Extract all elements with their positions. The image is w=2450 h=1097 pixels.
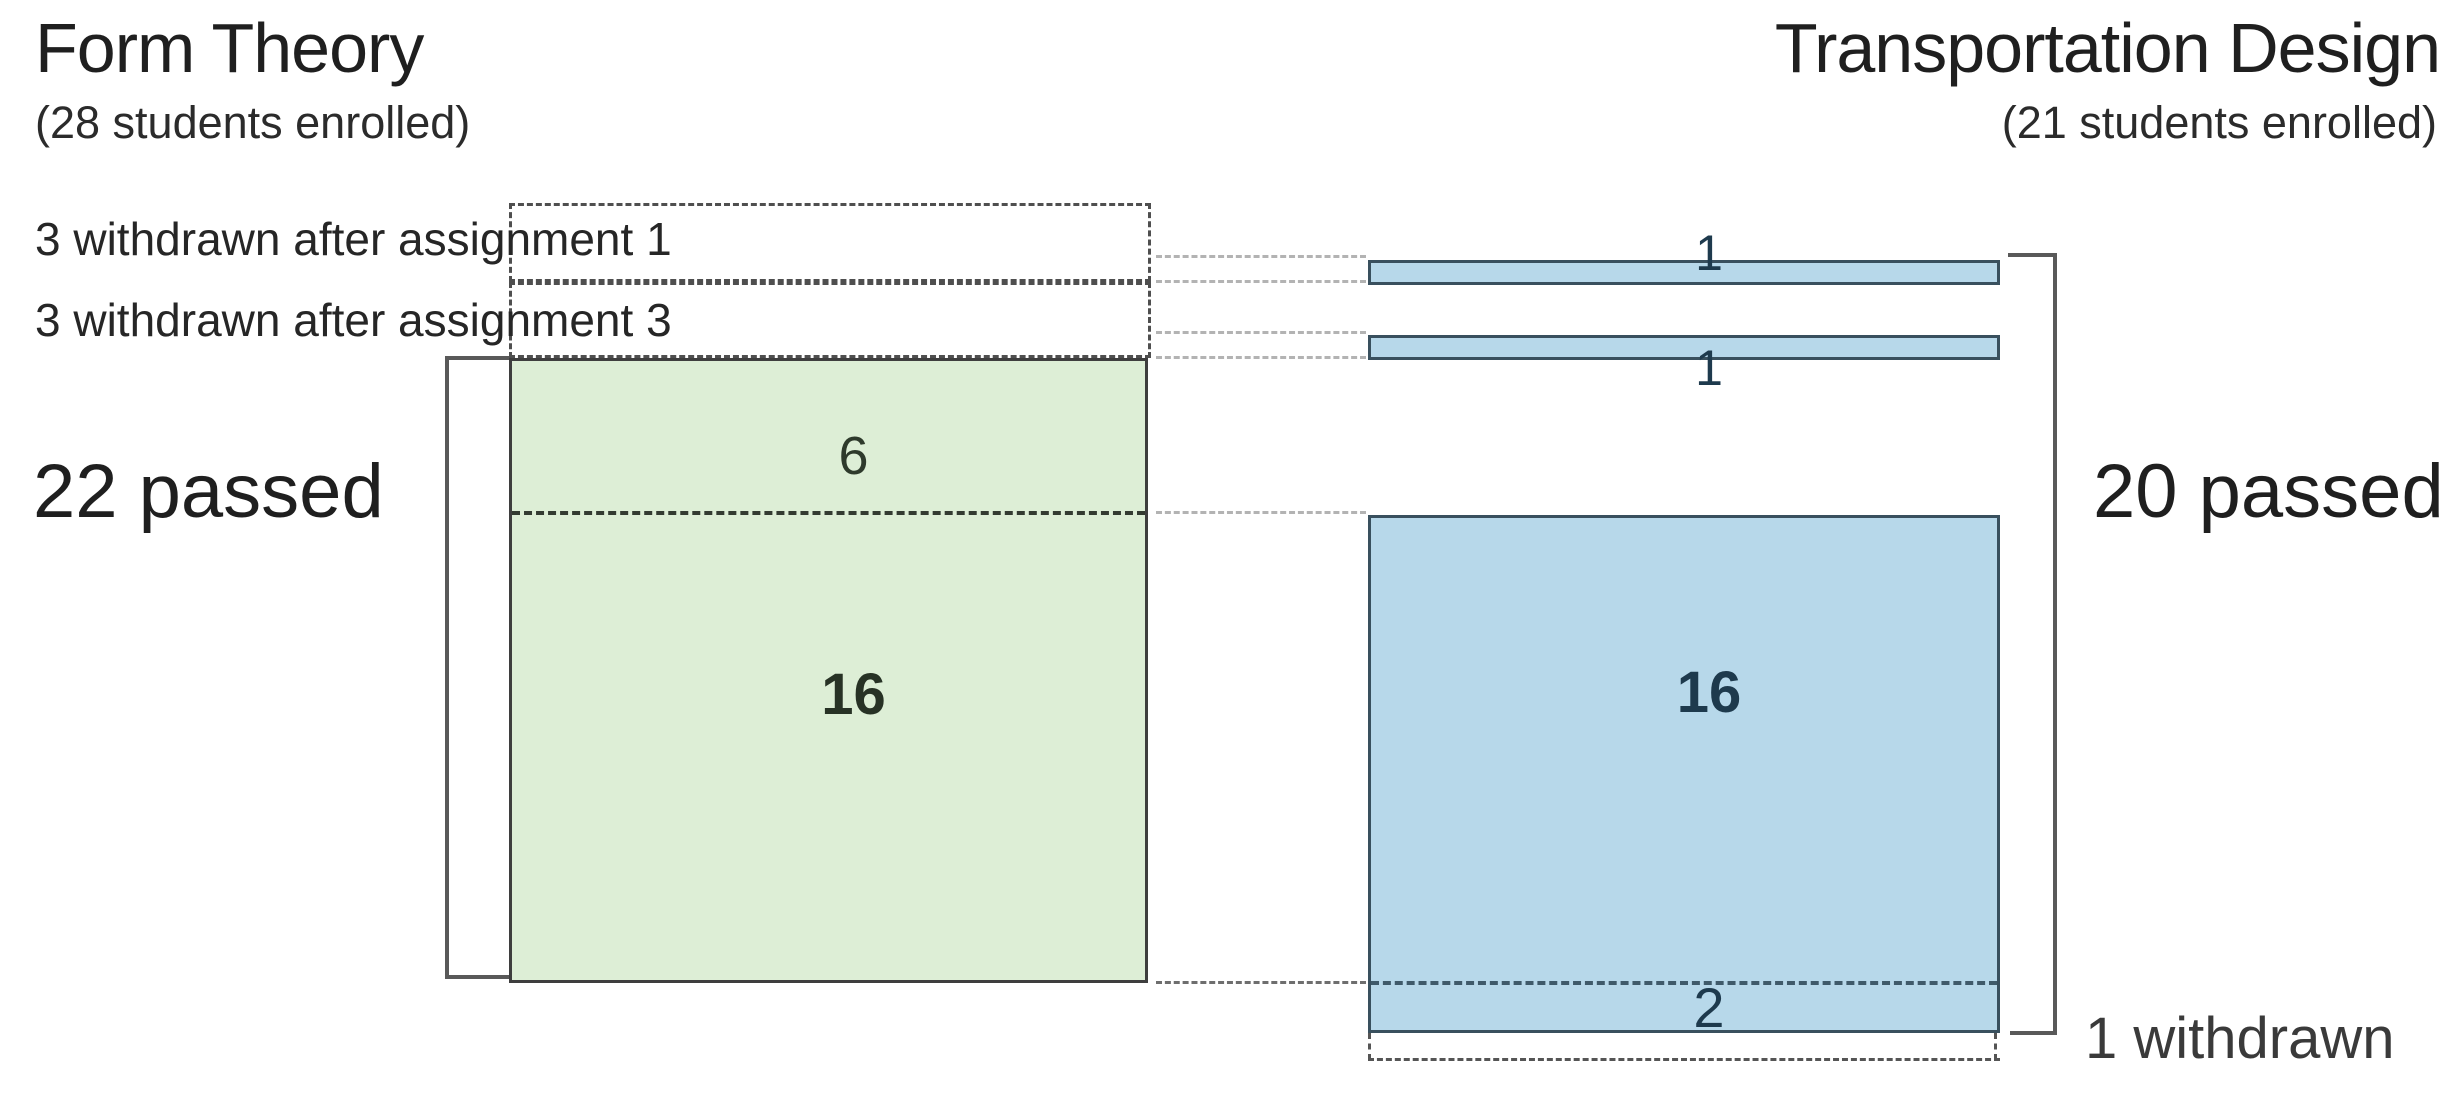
transportation-bar-2 xyxy=(1368,335,2000,360)
withdrawn-after-assignment-3-label: 3 withdrawn after assignment 3 xyxy=(35,294,672,346)
transportation-segment-divider xyxy=(1371,981,1997,985)
left-course-title: Form Theory xyxy=(35,9,424,87)
withdrawn-after-assignment-1-label: 3 withdrawn after assignment 1 xyxy=(35,213,672,265)
left-bracket-vertical xyxy=(445,356,449,979)
transportation-segment-2-label: 2 xyxy=(1693,976,1725,1039)
right-bracket-vertical xyxy=(2053,253,2057,1035)
connector-blue-box-top xyxy=(1156,511,1366,514)
right-bracket-bottom-foot xyxy=(2010,1031,2057,1035)
transportation-main-box xyxy=(1368,515,2000,1033)
connector-bar2-bottom xyxy=(1156,356,1366,359)
left-bracket-top-foot xyxy=(445,356,509,360)
right-passed-label: 20 passed xyxy=(2093,449,2444,534)
withdrawn-outline-right xyxy=(1994,1033,1997,1060)
form-theory-passed-box xyxy=(509,358,1148,983)
form-theory-segment-6-label: 6 xyxy=(838,426,869,486)
transportation-bar-2-label: 1 xyxy=(1695,340,1723,396)
withdrawn-box-assignment-3 xyxy=(509,282,1151,358)
right-course-subtitle: (21 students enrolled) xyxy=(2001,97,2437,148)
form-theory-segment-16-label: 16 xyxy=(821,662,886,727)
connector-bar1-bottom xyxy=(1156,280,1366,283)
connector-blue-divider xyxy=(1156,981,1366,984)
left-bracket-bottom-foot xyxy=(445,975,509,979)
right-course-title: Transportation Design xyxy=(1774,9,2441,87)
connector-bar1-top xyxy=(1156,255,1366,258)
transportation-segment-16-label: 16 xyxy=(1676,660,1742,725)
left-passed-label: 22 passed xyxy=(33,449,384,534)
connector-bar2-top xyxy=(1156,331,1366,334)
withdrawn-outline-bottom xyxy=(1368,1058,2000,1061)
left-course-subtitle: (28 students enrolled) xyxy=(35,97,471,148)
right-withdrawn-label: 1 withdrawn xyxy=(2085,1006,2395,1071)
transportation-bar-1 xyxy=(1368,260,2000,285)
right-bracket-top-foot xyxy=(2008,253,2057,257)
form-theory-segment-divider xyxy=(512,511,1145,515)
withdrawn-outline-left xyxy=(1368,1033,1371,1060)
transportation-bar-1-label: 1 xyxy=(1695,225,1723,281)
withdrawn-box-assignment-1 xyxy=(509,203,1151,282)
